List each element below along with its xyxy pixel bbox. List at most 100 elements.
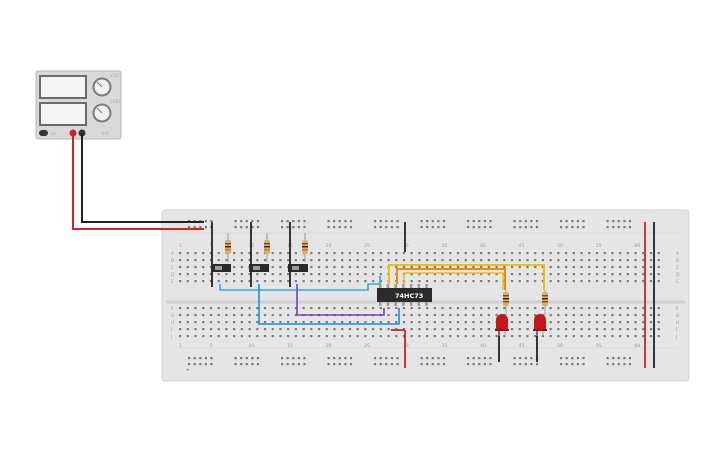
terminal-hole[interactable] [372,252,375,255]
rail-hole[interactable] [606,220,609,223]
rail-hole[interactable] [442,226,446,229]
terminal-hole[interactable] [287,314,290,317]
terminal-hole[interactable] [410,307,413,310]
terminal-hole[interactable] [565,280,568,283]
rail-hole[interactable] [256,226,260,229]
terminal-hole[interactable] [194,307,197,310]
terminal-hole[interactable] [642,280,645,283]
terminal-hole[interactable] [503,266,506,269]
rail-hole[interactable] [327,226,330,229]
terminal-hole[interactable] [541,252,545,255]
terminal-hole[interactable] [480,273,483,276]
terminal-hole[interactable] [179,335,182,338]
rail-hole[interactable] [240,226,243,229]
terminal-hole[interactable] [472,307,475,310]
terminal-hole[interactable] [402,259,406,262]
terminal-hole[interactable] [572,328,575,331]
terminal-hole[interactable] [580,307,583,310]
terminal-hole[interactable] [372,266,375,269]
terminal-hole[interactable] [518,273,521,276]
terminal-hole[interactable] [410,314,413,317]
output-q2-link[interactable] [403,272,504,290]
rail-hole[interactable] [426,220,429,223]
terminal-hole[interactable] [595,252,599,255]
terminal-hole[interactable] [356,335,359,338]
terminal-hole[interactable] [534,266,537,269]
terminal-hole[interactable] [557,259,560,262]
rail-hole[interactable] [571,220,574,223]
terminal-hole[interactable] [317,259,321,262]
terminal-hole[interactable] [410,252,413,255]
terminal-hole[interactable] [472,328,475,331]
terminal-hole[interactable] [341,328,344,331]
rail-hole[interactable] [535,363,539,366]
terminal-hole[interactable] [233,273,236,276]
terminal-hole[interactable] [418,314,421,317]
rail-hole[interactable] [535,226,539,229]
rail-hole[interactable] [628,363,632,366]
terminal-hole[interactable] [186,252,189,255]
terminal-hole[interactable] [472,280,475,283]
terminal-hole[interactable] [287,321,290,324]
terminal-hole[interactable] [456,259,460,262]
terminal-hole[interactable] [179,314,182,317]
terminal-hole[interactable] [333,328,336,331]
terminal-hole[interactable] [518,321,521,324]
terminal-hole[interactable] [449,252,452,255]
terminal-hole[interactable] [642,335,645,338]
terminal-hole[interactable] [325,280,328,283]
terminal-hole[interactable] [256,280,259,283]
terminal-hole[interactable] [433,321,436,324]
terminal-hole[interactable] [649,307,653,310]
terminal-hole[interactable] [472,321,475,324]
rail-hole[interactable] [489,357,492,360]
terminal-hole[interactable] [526,259,529,262]
rail-hole[interactable] [612,357,615,360]
terminal-hole[interactable] [634,273,637,276]
terminal-hole[interactable] [302,259,305,262]
rail-hole[interactable] [390,363,393,366]
terminal-hole[interactable] [310,321,313,324]
terminal-hole[interactable] [487,307,490,310]
rail-hole[interactable] [478,226,481,229]
terminal-hole[interactable] [194,280,197,283]
terminal-hole[interactable] [302,273,305,276]
terminal-hole[interactable] [611,328,614,331]
terminal-hole[interactable] [626,321,629,324]
terminal-hole[interactable] [464,259,467,262]
terminal-hole[interactable] [634,307,637,310]
resistor-3[interactable] [302,233,308,262]
terminal-hole[interactable] [657,335,660,338]
rail-hole[interactable] [467,220,470,223]
rail-hole[interactable] [245,363,248,366]
terminal-hole[interactable] [348,280,352,283]
switch-1[interactable] [211,264,231,272]
terminal-hole[interactable] [179,321,182,324]
rail-hole[interactable] [582,363,585,366]
terminal-hole[interactable] [449,280,452,283]
rail-hole[interactable] [240,363,243,366]
terminal-hole[interactable] [611,252,614,255]
terminal-hole[interactable] [642,273,645,276]
rail-hole[interactable] [524,363,527,366]
terminal-hole[interactable] [279,280,282,283]
terminal-hole[interactable] [549,328,552,331]
terminal-hole[interactable] [294,314,297,317]
terminal-hole[interactable] [379,273,382,276]
power-wire[interactable] [72,133,204,230]
terminal-hole[interactable] [642,328,645,331]
terminal-hole[interactable] [549,273,552,276]
rail-hole[interactable] [582,220,585,223]
terminal-hole[interactable] [480,328,483,331]
rail-hole[interactable] [576,357,579,360]
rail-hole[interactable] [385,363,388,366]
terminal-hole[interactable] [503,307,506,310]
terminal-hole[interactable] [572,280,575,283]
terminal-hole[interactable] [565,335,568,338]
rail-hole[interactable] [327,357,330,360]
terminal-hole[interactable] [603,252,606,255]
terminal-hole[interactable] [248,259,251,262]
terminal-hole[interactable] [649,314,653,317]
terminal-hole[interactable] [209,321,213,324]
terminal-hole[interactable] [626,252,629,255]
